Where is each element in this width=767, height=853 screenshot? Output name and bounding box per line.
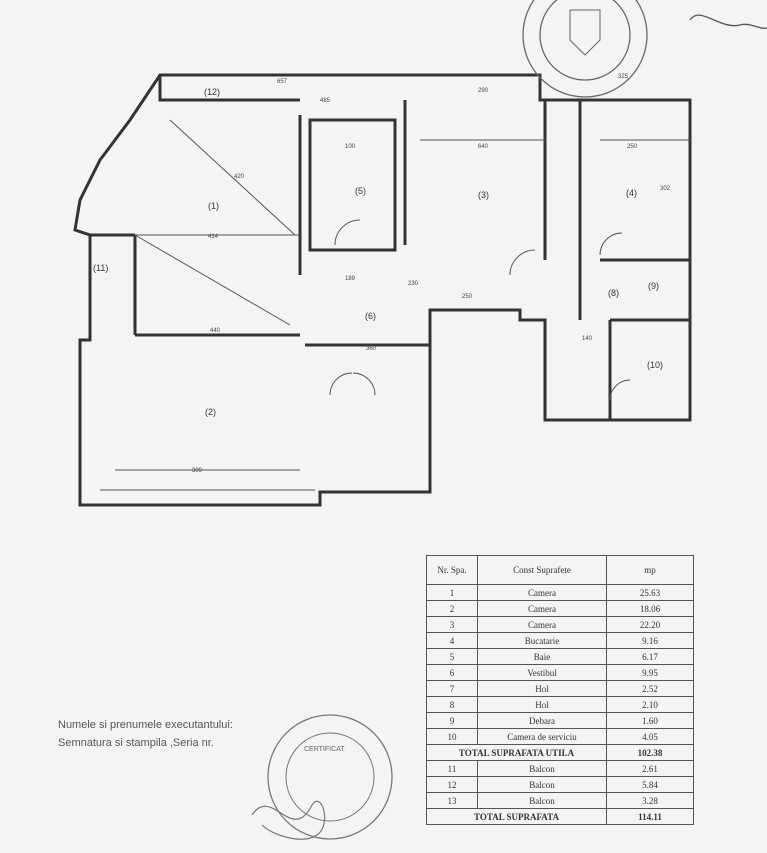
table-cell: 12: [426, 776, 478, 793]
room-label-5: (5): [355, 186, 366, 196]
dimension: 309: [192, 468, 203, 474]
table-cell: 9: [426, 712, 478, 729]
total-value: 114.11: [606, 808, 694, 825]
dimension: 302: [660, 186, 671, 192]
table-cell: 11: [426, 760, 478, 777]
table-cell: 2.52: [606, 680, 694, 697]
dimension: 360: [366, 346, 377, 352]
dimension: 640: [478, 144, 489, 150]
table-cell: Balcon: [477, 760, 607, 777]
table-cell: Baie: [477, 648, 607, 665]
room-label-4: (4): [626, 188, 637, 198]
dimension: 485: [320, 98, 331, 104]
table-cell: 22.20: [606, 616, 694, 633]
dimension: 420: [234, 174, 245, 180]
room-label-10: (10): [647, 360, 663, 370]
table-total-row: TOTAL SUPRAFATA 114.11: [426, 808, 694, 825]
table-cell: 25.63: [606, 584, 694, 601]
room-label-12: (12): [204, 87, 220, 97]
dimension: 440: [210, 328, 221, 334]
dimension: 250: [627, 144, 638, 150]
room-label-3: (3): [478, 190, 489, 200]
table-header: Const Suprafete: [477, 555, 607, 585]
table-cell: 3: [426, 616, 478, 633]
table-cell: 18.06: [606, 600, 694, 617]
table-cell: Balcon: [477, 792, 607, 809]
total-useful-value: 102.38: [606, 744, 694, 761]
table-cell: 4.05: [606, 728, 694, 745]
dimension: 189: [345, 276, 356, 282]
signature-label: Semnatura si stampila ,Seria nr.: [58, 737, 214, 749]
dimension: 100: [345, 144, 356, 150]
room-label-6: (6): [365, 311, 376, 321]
table-cell: Camera: [477, 584, 607, 601]
table-cell: 6.17: [606, 648, 694, 665]
table-cell: 13: [426, 792, 478, 809]
table-cell: 8: [426, 696, 478, 713]
table-cell: Bucatarie: [477, 632, 607, 649]
outer-wall: [73, 73, 692, 507]
table-cell: Camera de serviciu: [477, 728, 607, 745]
room-label-9: (9): [648, 281, 659, 291]
room-label-2: (2): [205, 407, 216, 417]
table-cell: 1: [426, 584, 478, 601]
table-header: Nr. Spa.: [426, 555, 478, 585]
table-cell: 9.95: [606, 664, 694, 681]
dimension: 140: [582, 336, 593, 342]
table-cell: 7: [426, 680, 478, 697]
room-label-11: (11): [93, 263, 108, 273]
official-stamp-top: [522, 0, 767, 98]
table-cell: Camera: [477, 616, 607, 633]
table-cell: 4: [426, 632, 478, 649]
executant-name-label: Numele si prenumele executantului:: [58, 719, 233, 731]
table-cell: Hol: [477, 696, 607, 713]
table-cell: 5.84: [606, 776, 694, 793]
dimension: 250: [462, 294, 473, 300]
table-cell: Camera: [477, 600, 607, 617]
table-cell: Vestibul: [477, 664, 607, 681]
dimension: 230: [408, 281, 419, 287]
official-stamp-bottom: CERTIFICAT: [251, 714, 393, 840]
table-cell: Balcon: [477, 776, 607, 793]
dimension: 657: [277, 79, 288, 85]
room-label-1: (1): [208, 201, 219, 211]
table-cell: 2.10: [606, 696, 694, 713]
stamp-text: CERTIFICAT: [304, 746, 345, 753]
room-label-8: (8): [608, 288, 619, 298]
dimension: 325: [618, 74, 629, 80]
table-cell: Debara: [477, 712, 607, 729]
table-cell: 2.61: [606, 760, 694, 777]
table-header-row: Nr. Spa. Const Suprafete mp: [426, 555, 694, 585]
floor-plan: (1) (2) (3) (4) (5) (6) (8) (9) (10) (11…: [73, 0, 767, 507]
total-label: TOTAL SUPRAFATA: [426, 808, 607, 825]
table-cell: 1.60: [606, 712, 694, 729]
table-cell: 3.28: [606, 792, 694, 809]
table-cell: 5: [426, 648, 478, 665]
table-cell: 10: [426, 728, 478, 745]
total-useful-label: TOTAL SUPRAFATA UTILA: [426, 744, 607, 761]
table-cell: 9.16: [606, 632, 694, 649]
table-cell: Hol: [477, 680, 607, 697]
table-total-row: TOTAL SUPRAFATA UTILA 102.38: [426, 744, 694, 761]
dimension: 414: [208, 234, 219, 240]
table-cell: 2: [426, 600, 478, 617]
table-cell: 6: [426, 664, 478, 681]
dimension: 290: [478, 88, 489, 94]
table-header: mp: [606, 555, 694, 585]
